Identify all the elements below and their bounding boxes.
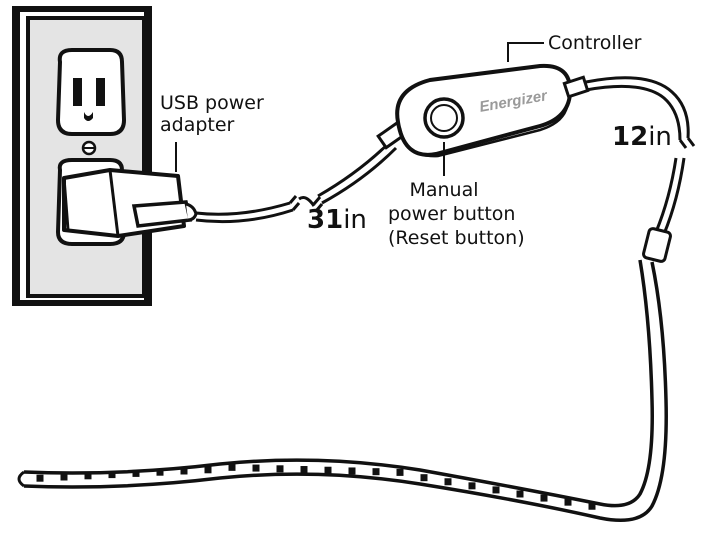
upper-socket [55,48,127,136]
led-dot [204,466,212,474]
led-dot [180,467,188,475]
led-dot [540,494,548,502]
controller-label: Controller [548,32,642,54]
led-dot [588,502,596,510]
led-dot [228,463,236,471]
usb-adapter-label: USB power adapter [160,92,264,136]
led-dot [300,466,308,474]
length-12in: 12in [612,122,672,152]
usb-adapter-label-line2: adapter [160,114,235,136]
cable-adapter-to-controller [195,120,408,224]
usb-adapter-label-line1: USB power [160,92,264,114]
led-dot [276,465,284,473]
led-strip [17,259,668,522]
led-dot [348,467,356,475]
led-dot [84,472,92,480]
led-dots [36,463,596,510]
led-dot [492,486,500,494]
cable-controller-to-strip [585,76,696,263]
led-dot [468,482,476,490]
led-dot [60,473,68,481]
length-12in-unit: in [648,122,672,152]
length-31in-value: 31 [307,205,344,235]
led-dot [108,471,116,479]
power-button-label-line1: Manual [409,179,479,201]
led-dot [396,468,404,476]
power-button-label-line2: power button [388,203,516,225]
callout-lines [175,42,544,176]
power-button-label-line3: (Reset button) [388,227,525,249]
led-dot [420,474,428,482]
controller: Energizer [395,63,590,158]
led-dot [372,468,380,476]
led-dot [516,490,524,498]
usb-power-adapter [62,168,198,238]
length-12in-value: 12 [612,122,649,152]
power-button-label: Manual power button (Reset button) [388,178,525,250]
led-dot [36,474,44,482]
led-dot [132,469,140,477]
led-dot [324,466,332,474]
wall-outlet [12,6,152,306]
length-31in-unit: in [343,205,367,235]
length-31in: 31in [307,205,367,235]
led-dot [252,464,260,472]
led-dot [444,478,452,486]
led-dot [156,468,164,476]
led-dot [564,498,572,506]
